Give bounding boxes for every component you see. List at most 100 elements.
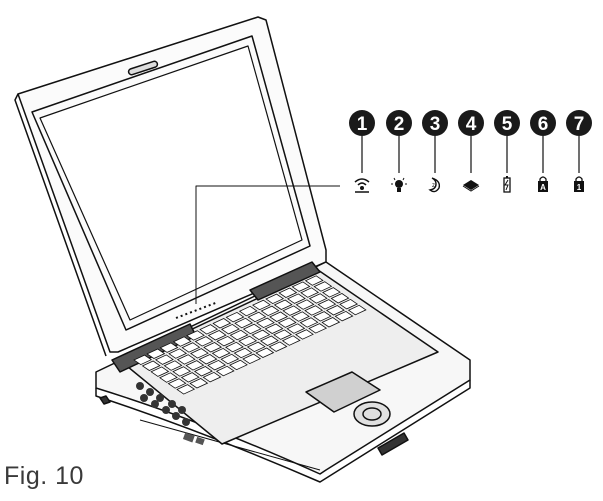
callout-badge [422,110,448,136]
key [339,298,359,310]
scroll-button[interactable] [353,401,391,427]
key [216,335,236,347]
key [304,275,324,286]
key [211,347,231,359]
key [325,305,345,316]
key [286,293,306,304]
key [317,299,337,310]
key [234,317,254,329]
callout-number: 3 [430,114,441,135]
key [242,323,262,335]
key [308,323,328,334]
battery-charge-icon [503,176,511,193]
key [167,378,187,389]
key [273,329,293,340]
key [150,366,170,377]
key [238,305,258,317]
key [233,347,253,359]
key [146,348,166,359]
key [259,335,279,346]
key [273,299,293,310]
key [185,330,205,341]
key [141,360,161,371]
key [238,335,258,347]
callout-number: 4 [466,114,477,135]
callout-badge [566,110,592,136]
key [334,310,354,322]
power-bulb-icon [391,177,407,192]
key [159,342,179,353]
key [347,304,367,316]
key [286,323,306,334]
leader-line [195,185,340,304]
key [321,287,341,298]
key [189,348,209,359]
key [290,311,310,322]
sleep-moon-icon: z [428,177,441,193]
key [291,281,311,292]
lid-latch [127,60,159,76]
touchpad[interactable] [305,371,381,413]
key [202,371,222,383]
key [300,287,320,298]
wireless-icon [354,178,370,193]
key [194,336,214,347]
key [278,287,298,298]
key [229,329,249,341]
key [269,311,289,322]
key [199,324,219,335]
key [247,311,267,323]
key [224,341,244,353]
callout-7: 71 [566,110,592,192]
key [207,359,227,371]
right-speaker [249,261,321,301]
callout-4: 4 [458,110,484,192]
key [180,372,200,383]
key [176,384,196,395]
key [172,366,192,377]
key [158,372,178,383]
keyboard-keys [133,275,367,395]
key [220,323,240,335]
callout-badge [494,110,520,136]
svg-text:z: z [432,183,435,189]
front-latch [377,432,409,456]
callout-badge [386,110,412,136]
callout-5: 5 [494,110,520,193]
key [264,323,284,334]
callout-number: 7 [574,114,585,135]
svg-text:1: 1 [577,183,582,192]
key [304,305,324,316]
num-lock-icon: 1 [574,176,584,192]
key [312,311,332,322]
key [321,317,341,328]
callout-number: 6 [538,114,549,135]
key [207,330,227,341]
key [154,354,174,365]
callout-1: 1 [349,110,375,193]
key [228,359,248,371]
callout-number: 5 [502,114,513,135]
key [295,299,315,310]
key [251,299,271,311]
key [265,293,285,305]
key [133,354,153,366]
screen-bezel [31,35,311,331]
key [330,293,350,304]
key [255,317,275,329]
key [313,281,333,292]
key [181,342,201,353]
key [163,360,183,371]
key [242,353,262,365]
key [281,335,301,346]
key [193,366,213,377]
key [212,318,232,329]
callout-badge [530,110,556,136]
key [189,378,209,389]
callout-number: 1 [357,114,368,135]
key [176,354,196,365]
key [268,341,288,352]
launch-keys [136,382,190,426]
key [198,354,218,365]
